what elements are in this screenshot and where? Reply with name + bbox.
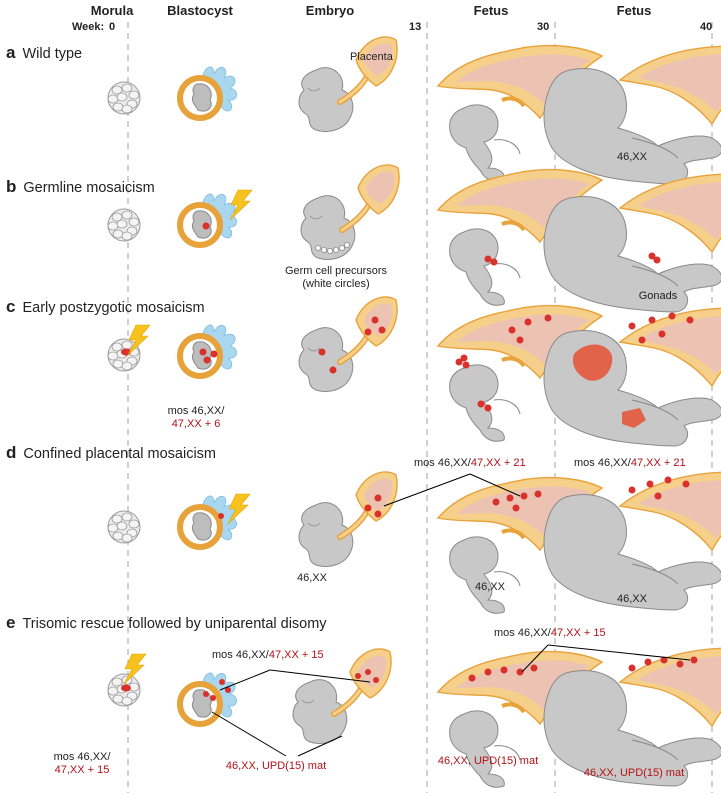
week-label: Week: <box>72 21 105 33</box>
row-d-fetus2-karyotype: 46,XX <box>617 593 647 605</box>
gonads-label: Gonads <box>638 290 678 302</box>
row-e-embryo <box>293 649 391 744</box>
row-a-title: Wild type <box>22 46 83 62</box>
row-e-morula-mos-2: 47,XX + 15 <box>54 764 110 776</box>
row-e-fetus-mos-red: 47,XX + 15 <box>550 627 606 639</box>
row-e-letter: e <box>6 613 16 632</box>
row-d-title: Confined placental mosaicism <box>23 446 217 462</box>
week-13: 13 <box>409 21 422 33</box>
row-a-fetus-karyotype: 46,XX <box>617 151 647 163</box>
row-c-mos-line-1: mos 46,XX/ <box>167 405 225 417</box>
header-blastocyst: Blastocyst <box>167 3 233 18</box>
row-a-morula <box>107 81 141 115</box>
header-fetus-1: Fetus <box>473 3 509 18</box>
row-e-mos-red: 47,XX + 15 <box>268 649 324 661</box>
row-e-title: Trisomic rescue followed by uniparental … <box>22 616 327 632</box>
row-d-embryo <box>299 472 397 567</box>
week-0: 0 <box>109 21 116 33</box>
row-d-lightning <box>227 493 251 525</box>
row-b-letter: b <box>6 177 17 196</box>
row-e-fetus1-upd: 46,XX, UPD(15) mat <box>437 755 539 767</box>
header-embryo: Embryo <box>305 3 355 18</box>
placenta-label: Placenta <box>350 51 393 63</box>
row-d-embryo-karyotype: 46,XX <box>297 572 327 584</box>
row-e-embryo-upd: 46,XX, UPD(15) mat <box>225 760 327 772</box>
header-morula: Morula <box>90 3 134 18</box>
row-e-fetus-mos-black: mos 46,XX/ <box>494 627 551 639</box>
row-e-blastocyst <box>180 673 237 724</box>
row-d-fetus2-mos-red: 47,XX + 21 <box>630 457 686 469</box>
row-d-fetus2-mos-label: mos 46,XX/47,XX + 21 <box>574 458 686 469</box>
row-b-blastocyst <box>180 194 237 245</box>
row-b-morula <box>107 208 141 242</box>
week-30: 30 <box>537 21 550 33</box>
row-e-label: e Trisomic rescue followed by uniparental… <box>6 614 327 632</box>
row-d-label: d Confined placental mosaicism <box>6 444 216 462</box>
row-e-mos-black: mos 46,XX/ <box>212 649 269 661</box>
row-e-fetus2-upd: 46,XX, UPD(15) mat <box>583 767 685 779</box>
week-40: 40 <box>700 21 713 33</box>
row-c-label: c Early postzygotic mosaicism <box>6 298 205 316</box>
row-e-morula-mos-1: mos 46,XX/ <box>53 751 111 763</box>
row-a-letter: a <box>6 43 16 62</box>
header-fetus-2: Fetus <box>616 3 652 18</box>
row-d-morula <box>107 510 141 544</box>
row-d-mos-label: mos 46,XX/47,XX + 21 <box>414 458 526 469</box>
row-d-mos-black: mos 46,XX/ <box>414 457 471 469</box>
row-b-embryo <box>301 165 399 260</box>
row-d-letter: d <box>6 443 17 462</box>
row-b-title: Germline mosaicism <box>23 180 155 196</box>
row-c-embryo <box>299 297 397 392</box>
row-d-mos-red: 47,XX + 21 <box>470 457 526 469</box>
row-b-label: b Germline mosaicism <box>6 178 155 196</box>
row-e-mos-label: mos 46,XX/47,XX + 15 <box>212 650 324 661</box>
row-a-label: a Wild type <box>6 44 82 62</box>
row-c-title: Early postzygotic mosaicism <box>22 300 205 316</box>
germ-cell-label-2: (white circles) <box>302 278 370 290</box>
row-b-lightning <box>229 189 253 221</box>
row-c-blastocyst <box>180 325 237 376</box>
row-e-fetus-mos-label: mos 46,XX/47,XX + 15 <box>494 628 606 639</box>
row-d-fetus1-karyotype: 46,XX <box>475 581 505 593</box>
row-c-letter: c <box>6 297 16 316</box>
row-d-blastocyst <box>180 496 237 547</box>
row-c-mos-line-2: 47,XX + 6 <box>171 418 221 430</box>
germ-cell-label-1: Germ cell precursors <box>284 265 388 277</box>
row-d-fetus2-mos-black: mos 46,XX/ <box>574 457 631 469</box>
row-a-blastocyst <box>180 67 237 118</box>
